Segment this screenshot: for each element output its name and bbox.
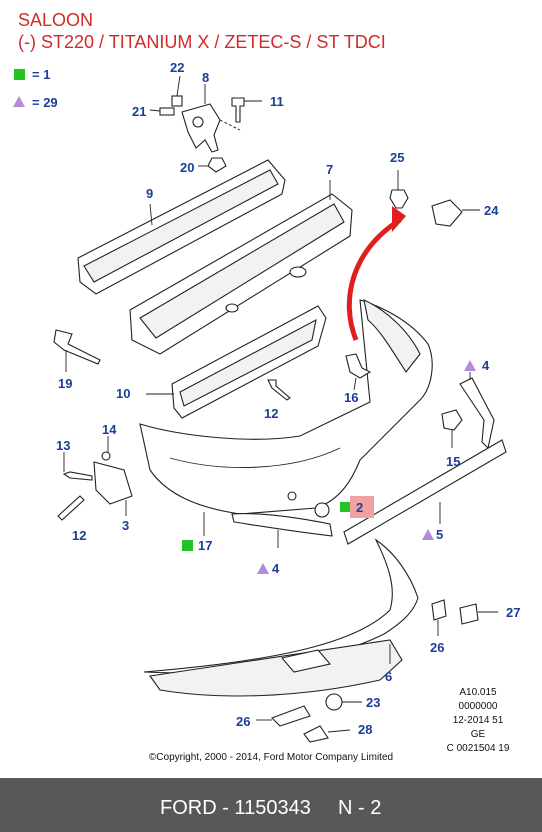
callout-7: 7 [326, 162, 334, 177]
callout-12-left: 12 [72, 528, 87, 543]
callout-26-lower: 26 [236, 714, 251, 729]
callout-4-left: 4 [272, 561, 280, 576]
triangle-marker-icon [257, 563, 269, 574]
lower-valance [143, 538, 419, 697]
callout-23: 23 [366, 695, 381, 710]
callout-4-right: 4 [482, 358, 490, 373]
callout-26-upper: 26 [430, 640, 445, 655]
callout-13: 13 [56, 438, 71, 453]
footer-bar: FORD - 1150343 N - 2 [0, 778, 542, 832]
callout-19: 19 [58, 376, 73, 391]
clip-15 [441, 409, 463, 431]
reference-code-5: C 0021504 19 [446, 743, 510, 754]
callout-16: 16 [344, 390, 359, 405]
callout-24: 24 [484, 203, 499, 218]
rear-bumper-reinforcement [77, 159, 286, 295]
callout-25: 25 [390, 150, 405, 165]
callout-22: 22 [170, 60, 185, 75]
legend-green-text: = 1 [32, 67, 51, 82]
callout-3: 3 [122, 518, 130, 533]
mounting-bracket [149, 75, 262, 173]
impact-absorber [129, 180, 353, 355]
callout-10: 10 [116, 386, 131, 401]
cover-27 [459, 603, 479, 625]
callout-5: 5 [436, 527, 444, 542]
cover-26-lower [271, 705, 311, 727]
triangle-marker-icon [422, 529, 434, 540]
clip-16 [345, 353, 372, 379]
retaining-clip [389, 170, 480, 227]
callout-21: 21 [132, 104, 147, 119]
green-square-icon [340, 502, 350, 512]
callout-20: 20 [180, 160, 195, 175]
callout-8: 8 [202, 70, 210, 85]
highlight-box [350, 496, 374, 518]
callout-11: 11 [270, 94, 284, 109]
reference-code-3: 12-2014 51 [452, 715, 504, 726]
triangle-marker-icon [464, 360, 476, 371]
bumper-support-bracket [146, 305, 327, 419]
callout-9: 9 [146, 186, 154, 201]
callout-17: 17 [198, 538, 213, 553]
purple-triangle-icon [13, 96, 25, 107]
side-bracket-3 [57, 436, 133, 521]
scuff-strip [343, 439, 507, 545]
footer-page-label: N - 2 [338, 797, 382, 819]
cover-28 [303, 725, 329, 743]
exploded-view-drawing [53, 75, 507, 743]
push-pin-19 [53, 329, 101, 372]
green-square-icon [14, 69, 25, 80]
diagram-title-line1: SALOON [18, 10, 94, 30]
callout-27: 27 [506, 605, 521, 620]
legend-purple-text: = 29 [32, 95, 58, 110]
callout-6: 6 [385, 669, 393, 684]
side-moulding-right [459, 377, 495, 450]
sensor-23 [325, 693, 343, 711]
reference-code-4: GE [470, 729, 486, 740]
copyright-notice: ©Copyright, 2000 - 2014, Ford Motor Comp… [148, 752, 394, 763]
side-moulding-left [231, 513, 333, 537]
callout-15: 15 [446, 454, 461, 469]
callout-2-highlighted: 2 [356, 500, 364, 515]
diagram-title-line2: (-) ST220 / TITANIUM X / ZETEC-S / ST TD… [18, 32, 386, 52]
bolt-12 [267, 379, 291, 401]
arrow-head-icon [392, 206, 406, 232]
callout-28: 28 [358, 722, 373, 737]
cover-26-upper [431, 599, 447, 621]
callout-12-center: 12 [264, 406, 279, 421]
rear-bumper-cover [139, 299, 433, 536]
reference-code-1: A10.015 [459, 687, 497, 698]
green-square-icon [182, 540, 193, 551]
reference-code-2: 0000000 [458, 701, 498, 712]
callout-14: 14 [102, 422, 117, 437]
direction-arrow [346, 217, 402, 341]
footer-part-number: FORD - 1150343 [160, 797, 311, 819]
